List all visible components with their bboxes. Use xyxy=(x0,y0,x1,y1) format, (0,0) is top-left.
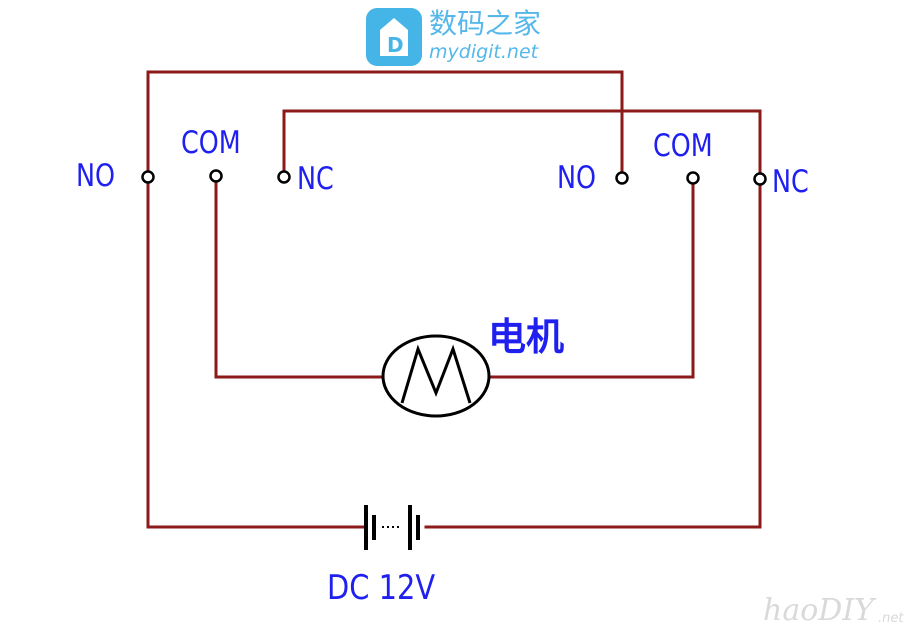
battery-symbol xyxy=(364,505,420,550)
left-no-terminal xyxy=(141,170,155,184)
motor-ellipse xyxy=(381,334,491,418)
wire-left-no-to-battery xyxy=(146,180,368,529)
watermark-top-url: mydigit.net xyxy=(429,41,539,63)
wire-left-nc-to-right-nc xyxy=(282,109,762,178)
right-nc-terminal xyxy=(753,172,767,186)
left-nc-terminal xyxy=(277,170,291,184)
wire-left-no-to-right-no xyxy=(146,70,624,177)
right-no-terminal xyxy=(615,171,629,185)
motor-m-glyph xyxy=(400,344,472,404)
right-no-label: NO xyxy=(557,160,597,196)
house-d-logo-icon: D xyxy=(366,8,422,66)
wire-motor-to-right-com xyxy=(488,180,695,379)
watermark-bottom-suffix: .net xyxy=(878,611,904,626)
right-com-terminal xyxy=(686,171,700,185)
wire-right-nc-to-battery xyxy=(424,181,762,529)
battery-label: DC 12V xyxy=(327,568,436,608)
left-com-label: COM xyxy=(181,125,241,161)
svg-text:D: D xyxy=(387,33,404,57)
wire-left-com-to-motor xyxy=(214,180,384,379)
left-com-terminal xyxy=(209,169,223,183)
right-nc-label: NC xyxy=(772,164,809,200)
left-nc-label: NC xyxy=(297,161,334,197)
watermark-bottom-name: haoDIY xyxy=(763,593,874,628)
motor-label: 电机 xyxy=(488,315,565,359)
motor-symbol xyxy=(381,334,491,418)
left-no-label: NO xyxy=(76,158,116,194)
right-com-label: COM xyxy=(653,128,713,164)
watermark-top-name: 数码之家 xyxy=(429,7,542,40)
